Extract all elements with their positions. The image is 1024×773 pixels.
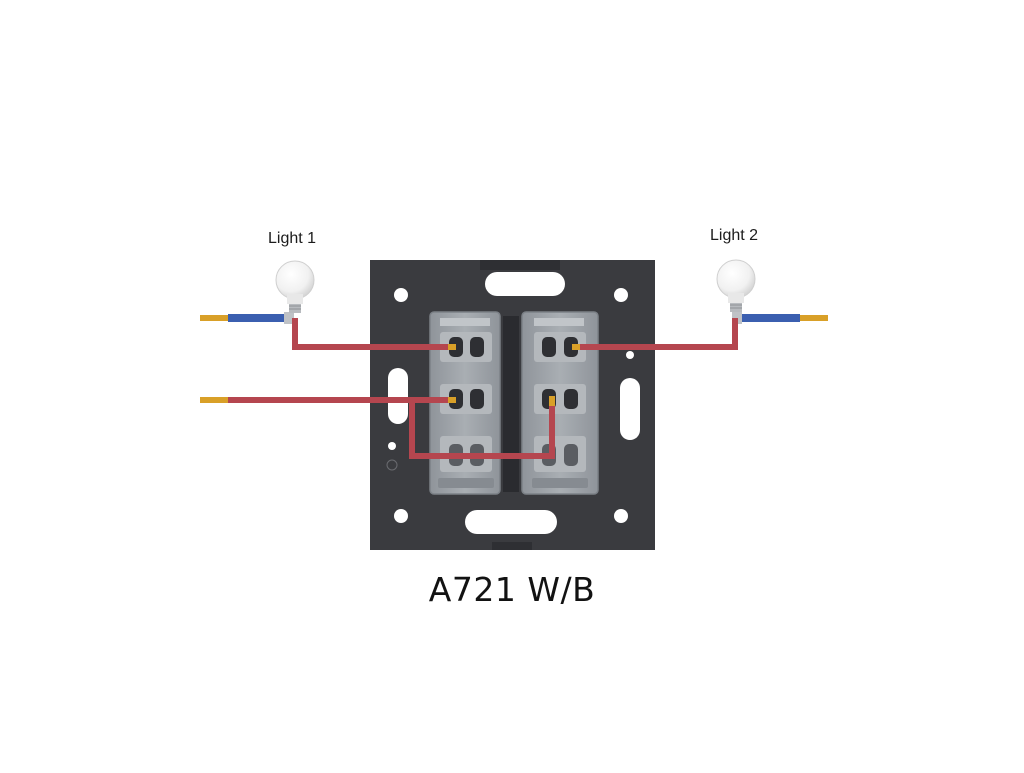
screw-hole: [388, 442, 396, 450]
module-divider: [503, 316, 519, 492]
plate-slot-left: [388, 368, 408, 424]
model-number: A721 W/B: [428, 570, 596, 609]
screw-hole: [626, 351, 634, 359]
bridge-wire: [409, 400, 555, 459]
screw-hole: [394, 288, 408, 302]
screw-hole: [394, 509, 408, 523]
switch-module-left: [429, 311, 501, 495]
plate-slot-bottom: [465, 510, 557, 534]
light-2-label: Light 2: [710, 227, 759, 244]
switch-module-right: [521, 311, 599, 495]
plate-slot-top: [485, 272, 565, 296]
neutral-wire-right: [732, 312, 828, 324]
screw-hole: [614, 509, 628, 523]
plate-slot-right: [620, 378, 640, 440]
light-bulb-2-icon: [716, 259, 756, 312]
switched-wire-light-2: [578, 318, 738, 350]
light-1-label: Light 1: [268, 230, 317, 247]
switched-wire-light-1: [292, 318, 448, 350]
ce-mark: [386, 459, 398, 471]
conductor-tips: [200, 344, 580, 406]
light-bulb-1-icon: [275, 260, 315, 313]
neutral-wire-left: [200, 312, 294, 324]
screw-hole: [614, 288, 628, 302]
